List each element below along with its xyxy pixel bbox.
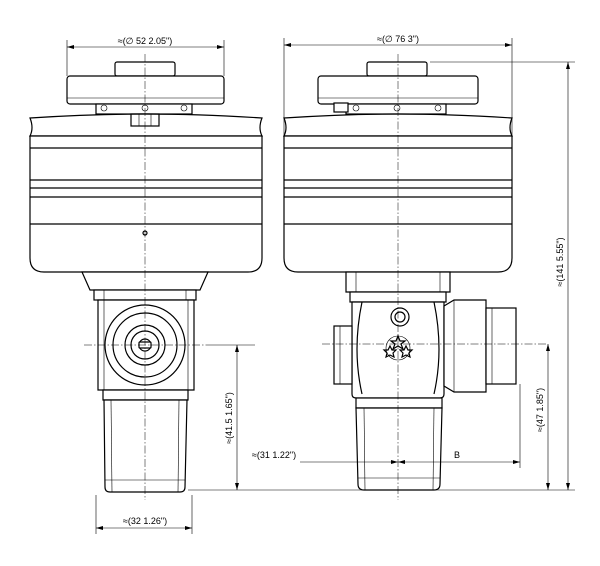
dim-center-offset: ≈(31 1.22") [252,450,296,460]
dimension-lines [66,38,575,534]
right-view [283,54,548,500]
dim-total-height: ≈(141 5.55") [555,237,565,286]
right-pipe-fitting [443,299,487,393]
dim-right-lower-height: ≈(47 1.85") [535,388,545,432]
star-icon [398,344,414,359]
star-icon [389,334,407,351]
right-knob-base [345,103,447,115]
left-outlet-collar [102,389,189,401]
left-view [29,54,263,500]
left-outlet [103,399,188,493]
right-bellows-rim [283,113,513,137]
left-knob-base [95,103,193,115]
right-pipe [485,307,517,385]
right-adjust-screw-icon [390,307,410,327]
right-outlet-collar [355,397,443,409]
dim-right-diameter: ≈(∅ 76 3") [377,34,419,44]
star-icon [382,344,398,359]
dim-left-height: ≈(41.5 1.65") [224,392,234,444]
dim-left-bottom-width: ≈(32 1.26") [123,516,167,526]
dim-b: B [454,450,460,460]
right-neck [345,271,451,293]
left-bellows-rim [29,113,263,137]
dim-left-diameter: ≈(∅ 52 2.05") [118,36,173,46]
left-body [29,135,263,273]
right-knob-top [366,61,428,77]
left-knob [66,75,225,105]
right-left-stub [333,325,353,385]
